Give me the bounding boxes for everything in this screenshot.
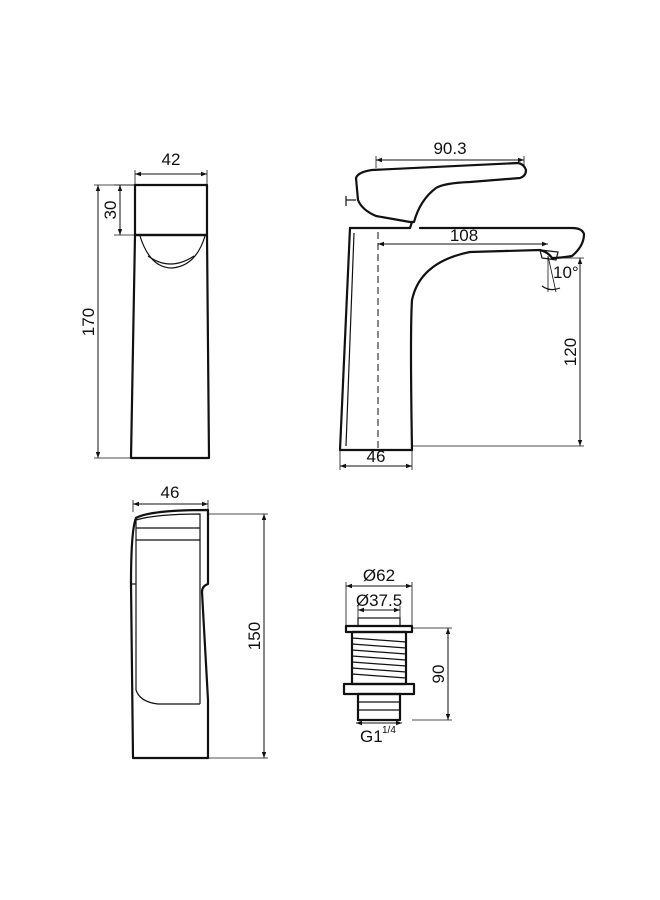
waste-threads [351,637,407,679]
dim-handle-height: 30 [101,201,120,220]
arrowhead [445,628,451,634]
dim-waste-height: 90 [429,665,448,684]
aerator [539,249,559,261]
arrowhead [117,185,123,191]
side-handle-block [133,183,209,237]
front-body-outline [338,226,586,452]
thread-fraction: 1/4 [382,725,396,736]
waste-nut [342,682,416,696]
arrowhead [95,185,101,191]
dim-top-length: 150 [245,622,264,650]
top-lever-outline [135,540,200,705]
dim-flange-dia: Ø62 [363,566,395,585]
side-recess-inner [147,255,195,265]
arrowhead [542,241,548,247]
angle-arc [541,285,561,291]
arrowhead [95,452,101,458]
dimension-arrows [95,157,583,758]
dim-top-width: 46 [161,483,180,502]
side-view: 42 30 170 [79,150,211,460]
arrowhead [376,157,382,163]
waste-cap [357,617,401,627]
arrowhead [396,720,402,726]
arrowhead [261,514,267,520]
arrowhead [394,607,400,613]
top-outline [129,508,210,760]
front-body-edge [345,232,355,447]
side-recess-curve [139,235,206,269]
dim-spout-height: 120 [561,338,580,366]
dim-handle-length: 90.3 [433,139,466,158]
arrowhead [201,171,207,177]
dim-angle: 10° [553,263,579,282]
angle-inclined-line [547,255,557,293]
arrowhead [358,607,364,613]
dim-total-height: 170 [79,308,98,336]
dim-reach: 108 [450,226,478,245]
arrowhead [378,241,384,247]
arrowhead [261,752,267,758]
arrowhead [445,714,451,720]
arrowhead [577,258,583,264]
thread-main: G1 [360,727,383,746]
arrowhead [135,171,141,177]
waste-view: Ø62 Ø37.5 90 G1 1/4 [342,566,452,746]
front-handle-cap [348,220,414,230]
arrowhead [577,440,583,446]
arrowhead [518,157,524,163]
arrowhead [340,463,346,469]
arrowhead [406,463,412,469]
arrowhead [202,501,208,507]
arrowhead [117,229,123,235]
dim-side-width: 42 [162,150,181,169]
waste-tail [356,692,402,722]
front-view: 90.3 108 10° 120 46 [338,139,586,470]
top-view: 46 150 [129,483,268,760]
arrowhead [346,583,352,589]
side-body-outline [129,233,211,460]
dim-base-width: 46 [367,447,386,466]
dim-body-dia: Ø37.5 [356,591,402,610]
arrowhead [133,501,139,507]
front-handle [354,161,528,224]
top-handle-face [135,513,201,541]
arrowhead [406,583,412,589]
arrowhead [356,720,362,726]
